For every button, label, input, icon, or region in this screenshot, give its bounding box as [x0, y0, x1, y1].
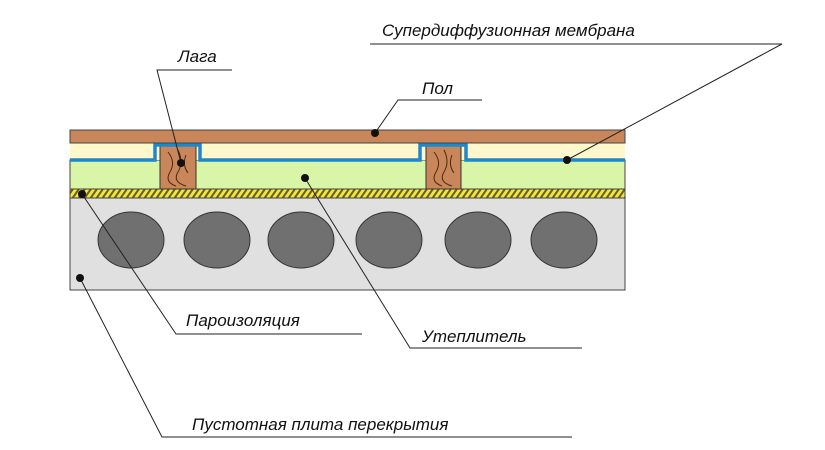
vapor-barrier-layer	[69, 188, 626, 199]
svg-text:Пустотная плита перекрытия: Пустотная плита перекрытия	[192, 415, 448, 434]
insulation-layer	[69, 159, 626, 190]
slab-hollows	[97, 211, 598, 269]
label-membrane: Супердиффузионная мембрана	[370, 21, 783, 164]
label-insulation: Утеплитель	[301, 174, 582, 349]
svg-text:Утеплитель: Утеплитель	[421, 327, 526, 346]
svg-text:Супердиффузионная мембрана: Супердиффузионная мембрана	[382, 21, 635, 40]
label-slab: Пустотная плита перекрытия	[76, 274, 572, 438]
label-vapor-barrier: Пароизоляция	[78, 190, 362, 335]
joists	[159, 145, 462, 190]
svg-text:Лага: Лага	[177, 47, 217, 66]
membrane-line	[70, 143, 625, 162]
svg-text:Пароизоляция: Пароизоляция	[186, 311, 300, 330]
air-gap-layer	[70, 143, 625, 160]
svg-text:Пол: Пол	[422, 79, 453, 98]
floor-board	[69, 129, 626, 144]
label-floor: Пол	[371, 79, 482, 137]
label-joist: Лага	[156, 47, 232, 167]
